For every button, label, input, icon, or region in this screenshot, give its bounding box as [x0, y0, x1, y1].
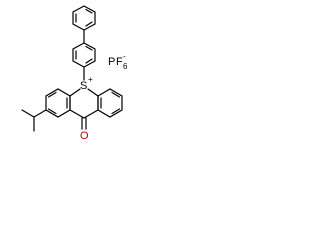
counterion-phosphorus: P — [108, 56, 115, 68]
top-phenyl-double-bond — [85, 8, 93, 14]
central-ring-bond — [69, 88, 81, 97]
central-ring-bond — [69, 109, 85, 119]
counterion-fluorine: F — [116, 56, 123, 68]
oxygen-atom-label: O — [80, 130, 89, 142]
right-benzo-double-bond — [111, 91, 121, 98]
counterion-charge: - — [123, 52, 126, 61]
right-benzo-ring — [97, 88, 123, 118]
left-benzo-ring — [45, 88, 71, 118]
central-ring-bond — [83, 109, 99, 119]
sulfur-charge-label: + — [88, 75, 93, 84]
left-benzo-double-bond — [47, 91, 57, 98]
right-benzo-double-bond — [111, 108, 121, 115]
middle-phenyl-double-bond — [85, 45, 93, 51]
middle-phenyl-ring — [72, 42, 96, 68]
central-thioxanthone-ring — [69, 88, 99, 119]
hexafluorophosphate-counterion: P F - 6 — [108, 52, 128, 71]
top-phenyl-ring — [72, 5, 96, 31]
isopropyl-attach-bond — [33, 109, 47, 118]
top-phenyl-double-bond — [85, 21, 93, 27]
counterion-count: 6 — [123, 62, 128, 71]
isopropyl-methyl-bond — [21, 109, 35, 118]
central-ring-bond — [87, 88, 99, 97]
chemical-structure-diagram: S + O P F - 6 — [21, 5, 128, 142]
sulfur-atom-label: S — [80, 80, 87, 92]
right-benzo-outline — [97, 88, 123, 118]
middle-phenyl-double-bond — [85, 58, 93, 64]
isopropyl-group — [21, 109, 47, 132]
left-benzo-double-bond — [47, 108, 57, 115]
carbonyl-group — [81, 117, 87, 130]
